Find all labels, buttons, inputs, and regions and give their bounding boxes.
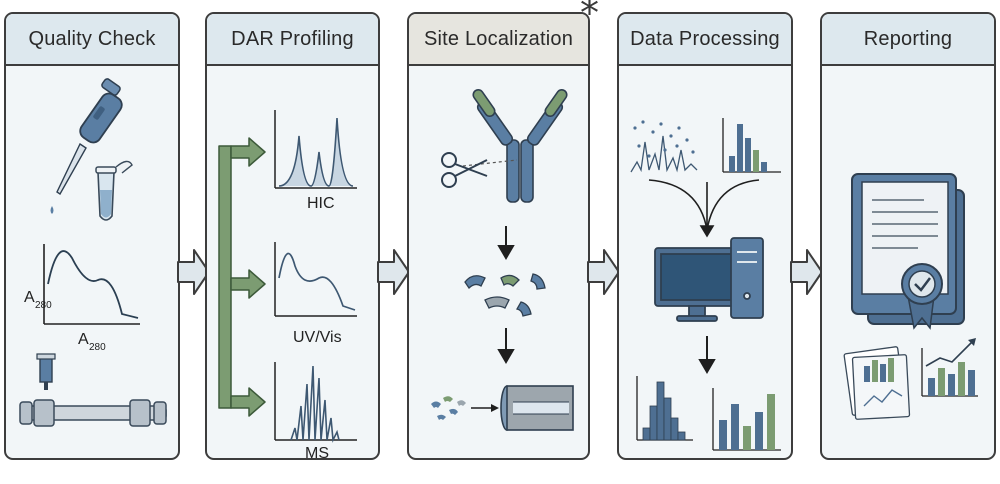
scissors-icon — [441, 152, 488, 188]
ms-label: MS — [305, 445, 329, 458]
plot-ylabel: A — [24, 289, 35, 306]
fragment-dots-icon — [431, 396, 499, 420]
panel-site-localization: Site Localization — [407, 12, 590, 460]
uvvis-label: UV/Vis — [293, 329, 342, 346]
panel-data-processing: Data Processing — [617, 12, 793, 460]
panel-quality-check: Quality Check A 280 A 280 — [4, 12, 180, 460]
antibody-icon — [472, 89, 568, 203]
summary-sheets-icon — [843, 346, 911, 420]
highlight-star: * — [580, 0, 599, 35]
stage-title-data-processing: Data Processing — [619, 14, 791, 66]
chromatography-column-icon — [19, 353, 167, 427]
flow-arrow-icon — [790, 249, 823, 295]
flow-arrow-icon — [587, 249, 620, 295]
bar-chart-icon — [722, 118, 781, 173]
plot-xlabel-sub: 280 — [89, 342, 106, 353]
histogram-icon — [636, 376, 693, 441]
pipette-icon — [50, 78, 123, 214]
site-localization-illustration — [431, 89, 574, 431]
reporting-illustration — [843, 173, 978, 420]
down-arrow-icon — [497, 328, 515, 364]
down-arrow-icon — [698, 336, 716, 374]
quality-check-illustration: A 280 A 280 — [19, 78, 167, 427]
stage-title-dar-profiling: DAR Profiling — [207, 14, 378, 66]
plot-ylabel-sub: 280 — [35, 300, 52, 311]
hic-chromatogram — [274, 110, 357, 189]
panel-dar-profiling: DAR Profiling HIC UV/Vis MS — [205, 12, 380, 460]
certified-badge-icon — [901, 263, 943, 330]
data-processing-illustration — [630, 118, 781, 451]
computer-icon — [654, 237, 764, 322]
flow-arrow-icon — [377, 249, 410, 295]
converging-arrows-icon — [648, 179, 760, 238]
report-document-icon — [851, 173, 965, 325]
ms-spectrum — [274, 362, 357, 443]
stage-title-quality-check: Quality Check — [6, 14, 178, 66]
plot-xlabel: A — [78, 331, 89, 348]
absorbance-plot — [43, 244, 140, 325]
stage-title-reporting: Reporting — [822, 14, 994, 66]
flow-arrow-icon — [177, 249, 210, 295]
bar-chart-icon — [712, 388, 781, 451]
lc-column-icon — [500, 385, 574, 431]
raw-data-icon — [630, 120, 698, 173]
uvvis-spectrum — [274, 242, 357, 317]
down-arrow-icon — [497, 226, 515, 260]
stage-title-site-localization: Site Localization — [409, 14, 588, 66]
peptide-fragments-icon — [464, 273, 546, 317]
branch-arrow-icon — [218, 137, 266, 417]
tube-icon — [95, 160, 133, 221]
hic-label: HIC — [307, 195, 335, 212]
dar-profiling-illustration: HIC UV/Vis MS — [218, 110, 357, 458]
trend-chart-icon — [921, 338, 978, 397]
panel-reporting: Reporting — [820, 12, 996, 460]
